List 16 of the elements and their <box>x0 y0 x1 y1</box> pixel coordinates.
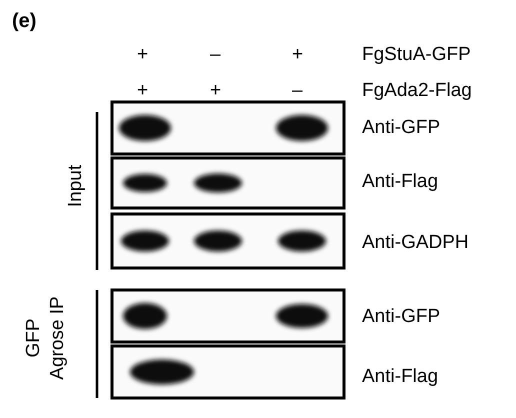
plus-sign: + <box>137 80 148 102</box>
antibody-label: Anti-GFP <box>362 306 440 328</box>
construct-label: FgAda2-Flag <box>362 80 472 102</box>
minus-sign: – <box>292 80 303 102</box>
group-label: GFP Agrose IP <box>22 295 69 382</box>
plus-sign: + <box>210 80 222 102</box>
plus-sign: + <box>292 44 304 66</box>
construct-label: FgStuA-GFP <box>362 44 471 66</box>
antibody-label: Anti-Flag <box>362 366 438 388</box>
antibody-label: Anti-GADPH <box>362 232 469 254</box>
panel-label: (e) <box>12 10 36 32</box>
group-label: Input <box>65 164 87 208</box>
antibody-label: Anti-GFP <box>362 117 440 139</box>
antibody-label: Anti-Flag <box>362 171 438 193</box>
minus-sign: – <box>210 44 221 66</box>
plus-sign: + <box>137 44 148 66</box>
